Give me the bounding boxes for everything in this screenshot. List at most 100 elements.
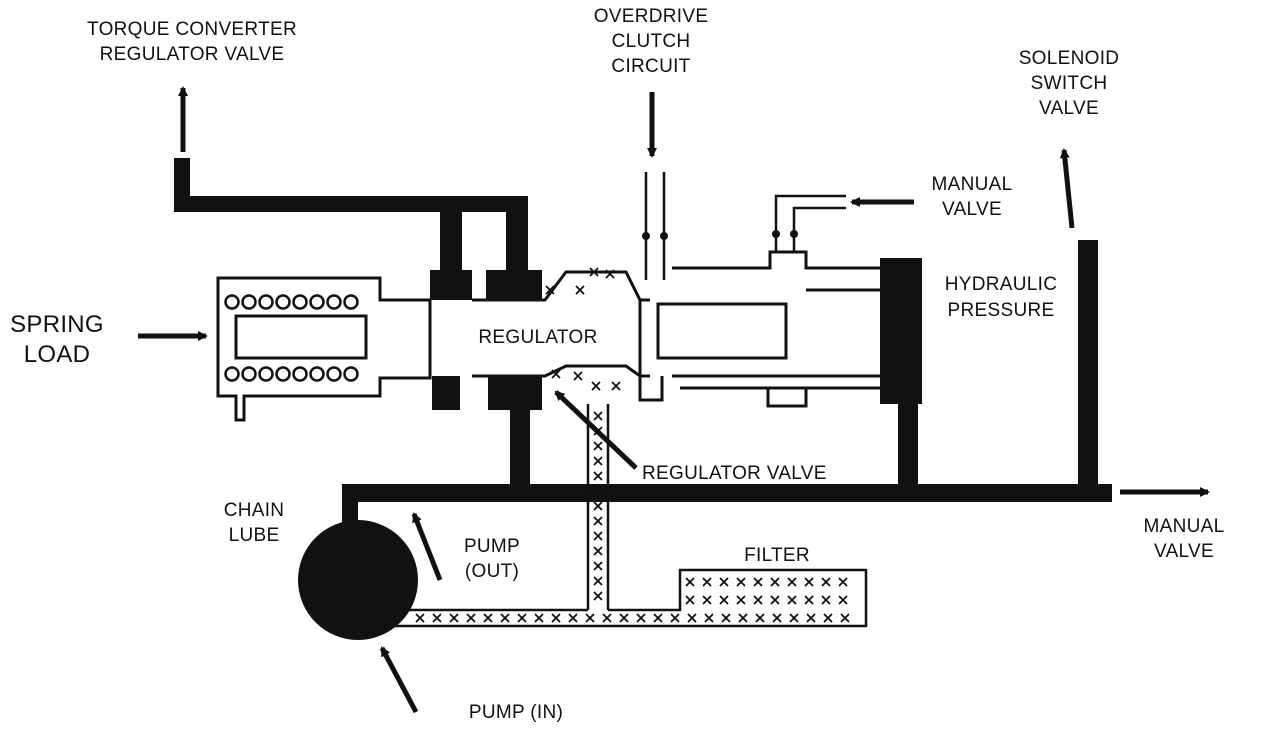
label-filter: FILTER [744, 545, 810, 566]
fluid-mark [738, 613, 748, 623]
label-hydraulic-2: PRESSURE [948, 300, 1055, 321]
label-pump-in: PUMP (IN) [469, 702, 563, 723]
fluid-mark [770, 577, 780, 587]
main-pressure-line [342, 484, 1112, 502]
spring-coil [258, 294, 274, 310]
fluid-mark [702, 577, 712, 587]
label-chain-lube-2: LUBE [229, 525, 280, 546]
manual-valve-passage [774, 194, 846, 252]
fluid-mark [619, 613, 629, 623]
fluid-mark [806, 613, 816, 623]
spring-plunger [234, 314, 368, 360]
fluid-mark [593, 531, 603, 541]
fluid-mark [755, 613, 765, 623]
upper-bore-wall [672, 250, 880, 270]
hydraulic-drop [898, 400, 918, 492]
spring-coil [275, 294, 291, 310]
fluid-mark [821, 577, 831, 587]
spring-coil [241, 366, 257, 382]
spring-coil [224, 366, 240, 382]
spring-coil [326, 294, 342, 310]
land-block-upper-left [440, 196, 462, 292]
fluid-mark [653, 613, 663, 623]
fluid-mark [585, 613, 595, 623]
fluid-mark [593, 576, 603, 586]
solenoid-riser [1078, 240, 1098, 502]
fluid-mark [789, 613, 799, 623]
fluid-mark [568, 613, 578, 623]
label-regulator-valve: REGULATOR VALVE [642, 463, 827, 484]
spring-coil [309, 366, 325, 382]
label-chain-lube-1: CHAIN [224, 500, 285, 521]
fluid-mark [593, 501, 603, 511]
fluid-mark [787, 595, 797, 605]
label-overdrive-2: CLUTCH [612, 31, 691, 52]
label-hydraulic-1: HYDRAULIC [945, 274, 1058, 295]
fluid-mark [804, 577, 814, 587]
fluid-mark [804, 595, 814, 605]
overdrive-passage [644, 172, 666, 280]
arrow-to-solenoid [1059, 148, 1075, 229]
spring-housing [216, 276, 432, 422]
fluid-mark [772, 613, 782, 623]
bore-upper-wall [472, 270, 650, 302]
fluid-mark [670, 613, 680, 623]
fluid-mark [593, 411, 603, 421]
spring-coil [292, 366, 308, 382]
fluid-mark [466, 613, 476, 623]
fluid-mark [534, 613, 544, 623]
regulator-valve-body [216, 172, 880, 422]
fluid-mark [736, 577, 746, 587]
fluid-mark [838, 595, 848, 605]
label-manual-valve-right-2: VALVE [1154, 541, 1214, 562]
fluid-mark [687, 613, 697, 623]
label-solenoid-1: SOLENOID [1019, 48, 1120, 69]
fluid-mark [838, 577, 848, 587]
hydraulic-piston-block [880, 258, 922, 404]
fluid-mark [685, 577, 695, 587]
spring-coil [343, 294, 359, 310]
fluid-mark [704, 613, 714, 623]
fluid-mark [821, 595, 831, 605]
fluid-mark [840, 613, 850, 623]
fluid-mark [551, 613, 561, 623]
lower-bore-pocket [766, 388, 808, 408]
fluid-mark [573, 371, 583, 381]
fluid-mark [591, 381, 601, 391]
labels: TORQUE CONVERTER REGULATOR VALVE OVERDRI… [10, 6, 1224, 723]
arrow-pump-out [411, 512, 443, 581]
fluid-mark [593, 561, 603, 571]
fluid-mark [483, 613, 493, 623]
fluid-mark [593, 441, 603, 451]
label-overdrive-3: CIRCUIT [611, 56, 690, 77]
secondary-spool [656, 302, 788, 360]
label-pump-out-1: PUMP [464, 536, 520, 557]
fluid-mark [636, 613, 646, 623]
fluid-mark [753, 595, 763, 605]
fluid-mark [545, 285, 555, 295]
port-upper-right [486, 270, 542, 300]
fluid-mark [575, 285, 585, 295]
label-overdrive-1: OVERDRIVE [594, 6, 709, 27]
fluid-mark [593, 516, 603, 526]
label-manual-valve-right-1: MANUAL [1144, 516, 1225, 537]
label-manual-valve-top-2: VALVE [942, 199, 1002, 220]
spring-coil [326, 366, 342, 382]
fluid-mark [736, 595, 746, 605]
pump-outlet-riser [342, 484, 358, 528]
label-manual-valve-top-1: MANUAL [932, 174, 1013, 195]
land-separator [638, 300, 664, 402]
lower-bore-walls [672, 374, 880, 390]
spring-coil [241, 294, 257, 310]
fluid-mark [432, 613, 442, 623]
label-spring-load-1: SPRING [10, 311, 104, 338]
spring-coil [258, 366, 274, 382]
fluid-mark [593, 591, 603, 601]
fluid-mark [449, 613, 459, 623]
fluid-mark [770, 595, 780, 605]
fluid-mark [753, 577, 763, 587]
pump-feed-passages [372, 267, 868, 628]
arrow-regulator-valve [554, 390, 638, 470]
